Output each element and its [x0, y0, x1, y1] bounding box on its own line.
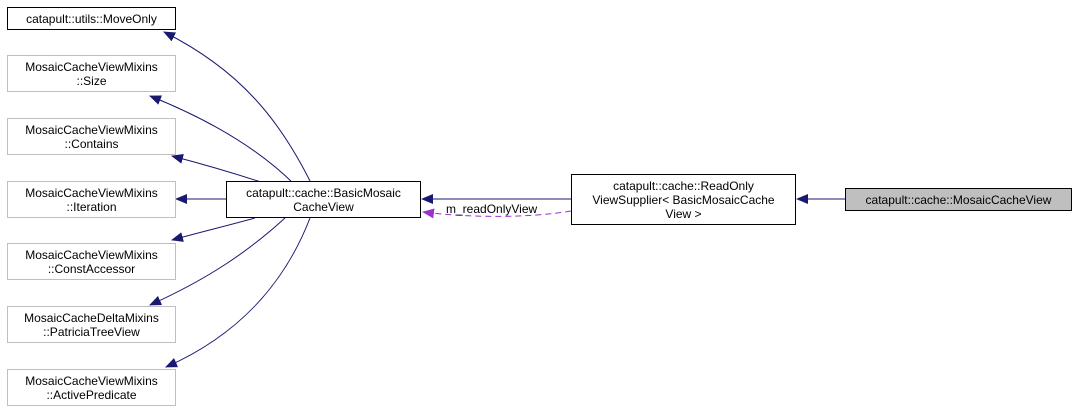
node-move-only-label: catapult::utils::MoveOnly	[26, 12, 157, 26]
node-active-predicate[interactable]: MosaicCacheViewMixins ::ActivePredicate	[7, 369, 176, 406]
node-read-only-view-supplier-label-line1: catapult::cache::ReadOnly	[613, 179, 754, 193]
edge-basicview-to-constaccessor	[171, 217, 256, 242]
node-iteration[interactable]: MosaicCacheViewMixins ::Iteration	[7, 181, 176, 218]
edge-basicview-to-activepredicate	[165, 217, 311, 368]
node-mosaic-cache-view[interactable]: catapult::cache::MosaicCacheView	[845, 188, 1072, 211]
edges: m_readOnlyView	[149, 31, 845, 368]
node-move-only[interactable]: catapult::utils::MoveOnly	[7, 7, 176, 30]
node-iteration-label-line1: MosaicCacheViewMixins	[25, 186, 158, 200]
node-contains[interactable]: MosaicCacheViewMixins ::Contains	[7, 118, 176, 155]
node-size-label-line1: MosaicCacheViewMixins	[25, 60, 158, 74]
node-read-only-view-supplier-label-line3: View >	[665, 207, 701, 221]
edge-basicview-to-patriciatreeview	[149, 217, 286, 306]
node-basic-mosaic-cache-view-label-line1: catapult::cache::BasicMosaic	[246, 186, 401, 200]
node-patricia-tree-view[interactable]: MosaicCacheDeltaMixins ::PatriciaTreeVie…	[7, 306, 176, 343]
node-iteration-label-line2: ::Iteration	[66, 200, 116, 214]
node-read-only-view-supplier-label-line2: ViewSupplier< BasicMosaicCache	[592, 193, 775, 207]
edge-basicview-to-contains	[171, 153, 271, 186]
node-const-accessor-label-line2: ::ConstAccessor	[48, 262, 135, 276]
node-size-label-line2: ::Size	[76, 74, 106, 88]
node-patricia-tree-view-label-line1: MosaicCacheDeltaMixins	[24, 311, 159, 325]
node-basic-mosaic-cache-view-label-line2: CacheView	[293, 200, 354, 214]
edge-label-read-only-view: m_readOnlyView	[446, 202, 537, 216]
node-contains-label-line1: MosaicCacheViewMixins	[25, 123, 158, 137]
edge-basicview-to-moveonly	[163, 31, 313, 186]
node-active-predicate-label-line1: MosaicCacheViewMixins	[25, 374, 158, 388]
node-size[interactable]: MosaicCacheViewMixins ::Size	[7, 55, 176, 92]
node-active-predicate-label-line2: ::ActivePredicate	[46, 388, 136, 402]
node-const-accessor[interactable]: MosaicCacheViewMixins ::ConstAccessor	[7, 243, 176, 280]
edge-readonlysupplier-uses-basicview	[422, 208, 572, 219]
edge-basicview-to-size	[149, 95, 296, 186]
node-read-only-view-supplier[interactable]: catapult::cache::ReadOnly ViewSupplier< …	[571, 174, 796, 225]
node-patricia-tree-view-label-line2: ::PatriciaTreeView	[43, 325, 140, 339]
node-mosaic-cache-view-label: catapult::cache::MosaicCacheView	[866, 193, 1052, 207]
node-contains-label-line2: ::Contains	[64, 137, 118, 151]
node-const-accessor-label-line1: MosaicCacheViewMixins	[25, 248, 158, 262]
node-basic-mosaic-cache-view[interactable]: catapult::cache::BasicMosaic CacheView	[226, 181, 421, 218]
